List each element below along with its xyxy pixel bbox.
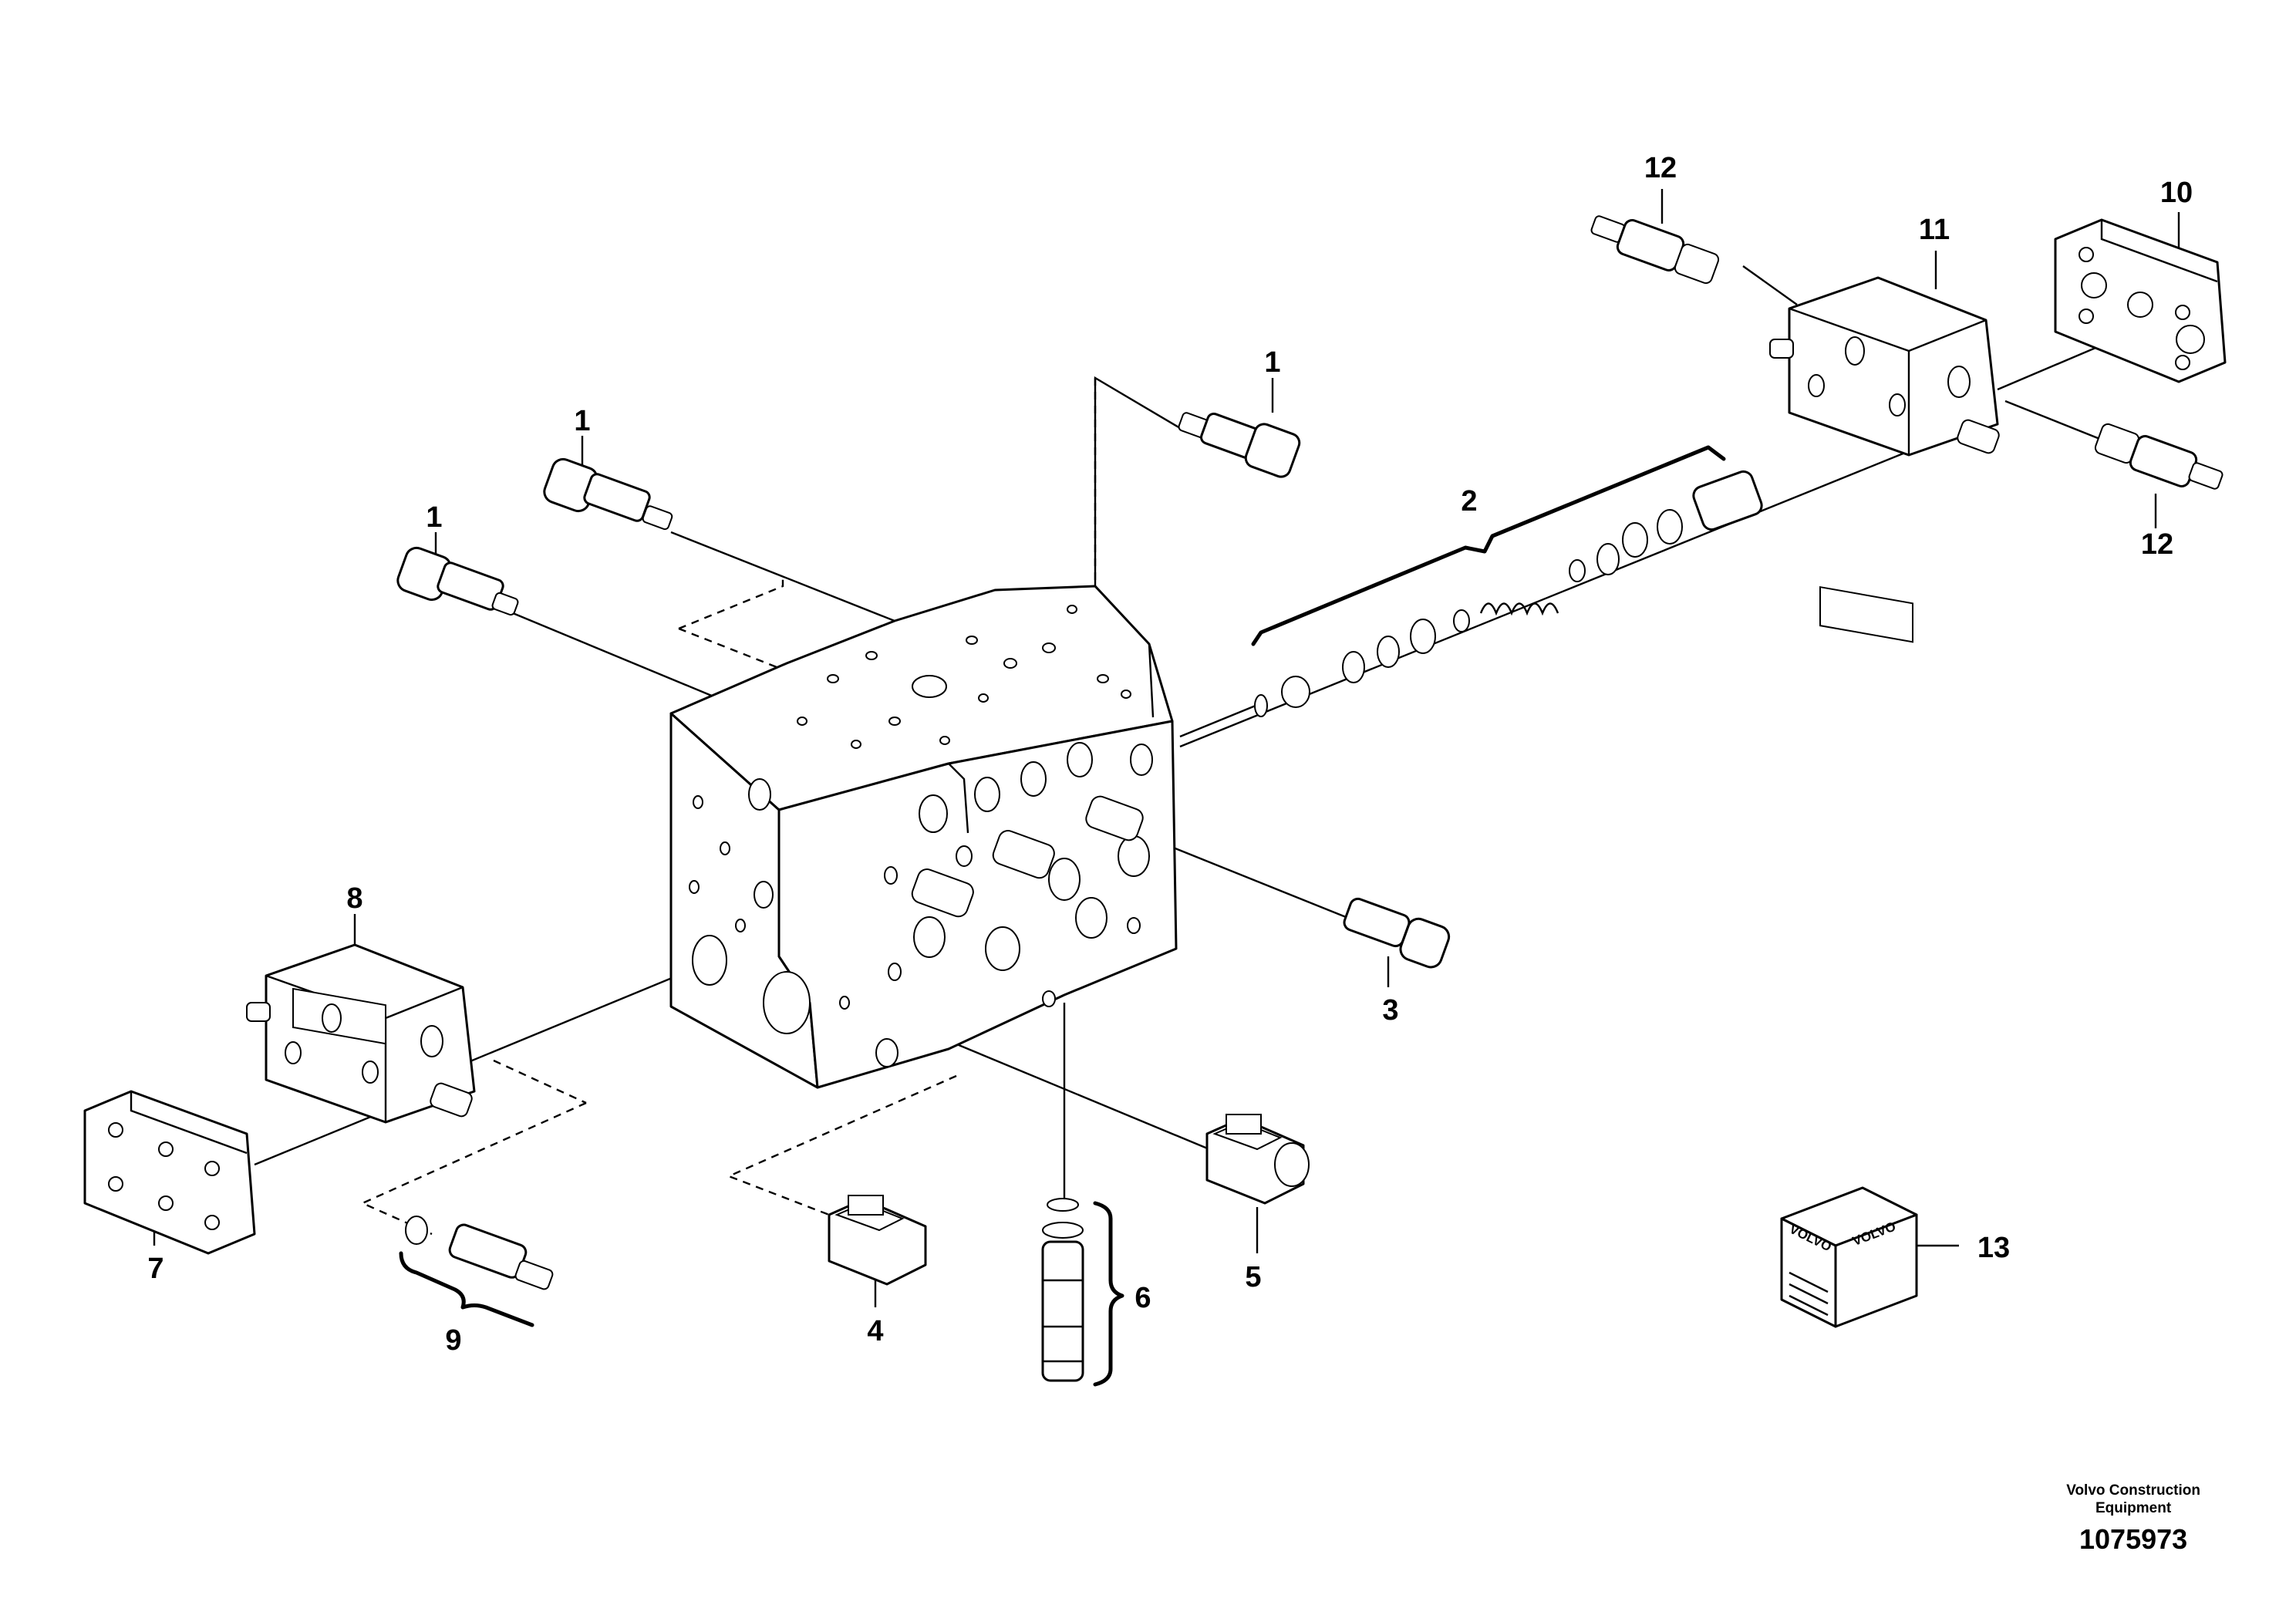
callout-2: 2 [1461,485,1477,518]
part-10-cover-plate [2054,218,2227,383]
callout-3: 3 [1382,994,1398,1027]
callout-numbers: 1 1 1 2 3 4 5 6 7 8 9 10 11 12 12 13 [147,152,2193,1357]
callout-12-top: 12 [1644,152,1677,184]
credit-line-2: Equipment [2095,1500,2172,1516]
callout-1-top: 1 [1264,346,1280,379]
block-front-holes [689,778,811,1034]
callout-4: 4 [867,1315,883,1347]
part-11-valve-section [1769,276,2000,643]
callout-5: 5 [1245,1261,1261,1293]
part-1-relief-valve-top [1178,412,1301,478]
callout-1-left: 1 [426,501,442,534]
callout-11: 11 [1919,214,1950,246]
callout-10: 10 [2160,177,2193,209]
callout-12-bottom: 12 [2141,528,2173,561]
part-12-relief-valve-upper [1590,215,1720,285]
callout-9: 9 [445,1324,461,1357]
block-right-ports [839,742,1153,1067]
part-6-cartridge-valve [1041,1198,1124,1387]
block-top-holes [797,605,1131,749]
part-1-relief-valve-upper [543,457,673,531]
part-8-valve-section [246,943,476,1124]
part-12-relief-valve-lower [2094,423,2224,490]
part-13-kit-box: VOLVO VOLVO [1780,1186,1918,1328]
callout-6: 6 [1135,1282,1151,1314]
part-4-solenoid [828,1195,927,1286]
credit-line-1: Volvo Construction [2066,1482,2200,1499]
callout-13: 13 [1977,1232,2010,1264]
part-7-cover-plate [83,1090,256,1255]
part-9-relief-valve-kit [399,1216,554,1327]
part-3-plug [1343,897,1451,969]
part-1-relief-valve-left [396,546,519,616]
callout-1-upper: 1 [574,405,590,437]
part-5-solenoid [1205,1114,1310,1205]
part-2-spool-kit [1251,445,1763,717]
drawing-number: 1075973 [2079,1523,2188,1555]
drawing-credit: Volvo Construction Equipment 1075973 [2066,1482,2200,1556]
callout-7: 7 [147,1253,164,1285]
callout-8: 8 [346,882,362,915]
main-valve-block [669,585,1178,1089]
